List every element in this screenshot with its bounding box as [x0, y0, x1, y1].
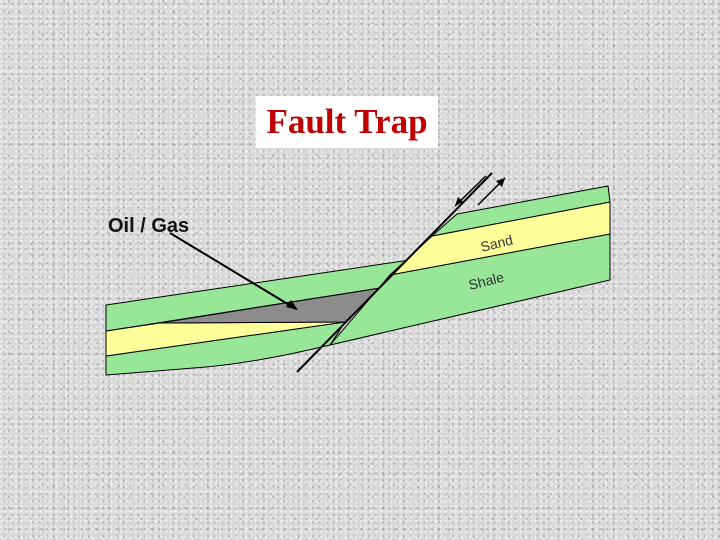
- upward-arrowhead: [496, 178, 505, 187]
- oil-gas-pointer-arrowhead: [286, 300, 298, 310]
- fault-movement-arrows: [454, 175, 506, 207]
- right-upper-shale-layer: [430, 185, 611, 237]
- oil-gas-pointer-line: [169, 232, 297, 310]
- title-box: Fault Trap: [256, 96, 438, 148]
- downward-arrowhead: [455, 197, 463, 206]
- oil-gas-label: Oil / Gas: [108, 215, 190, 237]
- sand-label: Sand: [479, 231, 515, 254]
- fault-line: [296, 172, 493, 373]
- page-title: Fault Trap: [266, 102, 428, 141]
- left-block: [105, 259, 412, 376]
